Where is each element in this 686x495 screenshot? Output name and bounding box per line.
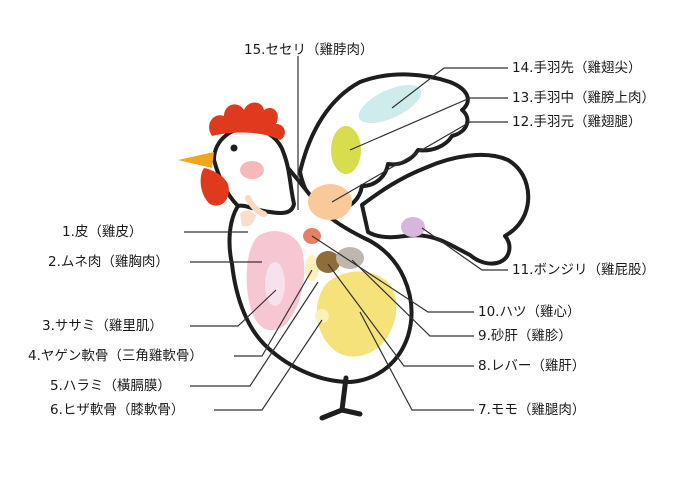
leader-3	[190, 289, 277, 327]
leader-8	[327, 263, 474, 367]
leader-lines	[184, 56, 508, 411]
wing	[298, 72, 470, 213]
leader-6	[214, 319, 323, 411]
label-tender: 3.ササミ（雞里肌）	[42, 318, 163, 334]
leader-13	[349, 97, 508, 151]
tail-feathers	[360, 153, 531, 266]
label-sesegi: 15.セセリ（雞脖肉）	[244, 42, 374, 58]
leader-7	[359, 311, 474, 411]
region-yagen	[305, 255, 319, 281]
beak	[178, 152, 214, 168]
label-thigh: 7.モモ（雞腿肉）	[478, 402, 586, 418]
label-knee: 6.ヒザ軟骨（膝軟骨）	[50, 402, 185, 418]
leader-12	[331, 121, 508, 203]
label-diaphragm: 5.ハラミ（橫膈膜）	[50, 378, 171, 394]
label-bonjiri: 11.ボンジリ（雞屁股）	[512, 262, 655, 278]
label-skin: 1.皮（雞皮）	[62, 224, 143, 240]
region-wing-drumette	[308, 184, 352, 220]
region-knee	[315, 309, 329, 323]
label-breast: 2.ムネ肉（雞胸肉）	[48, 254, 169, 270]
label-yagen: 4.ヤゲン軟骨（三角雞軟骨）	[28, 348, 203, 364]
neck-stripe-region	[245, 195, 267, 217]
leg	[319, 375, 363, 421]
label-wing-drumette: 12.手羽元（雞翅腿）	[512, 114, 642, 130]
label-wing-tip: 14.手羽先（雞翅尖）	[512, 60, 642, 76]
wattle	[200, 168, 229, 206]
leader-11	[421, 227, 508, 271]
label-wing-mid: 13.手羽中（雞膀上肉）	[512, 90, 655, 106]
region-bonjiri	[401, 217, 425, 237]
leader-9	[351, 259, 474, 337]
region-skin	[240, 210, 256, 227]
region-liver	[316, 251, 340, 273]
leader-14	[391, 67, 508, 109]
region-wing-tip	[358, 84, 422, 124]
leader-5	[190, 281, 319, 387]
leader-4	[234, 269, 313, 357]
cheek	[240, 161, 264, 179]
label-liver: 8.レバー（雞肝）	[478, 358, 586, 374]
label-gizzard: 9.砂肝（雞胗）	[478, 328, 572, 344]
region-gizzard	[336, 247, 364, 269]
leader-10	[311, 235, 474, 313]
region-thigh	[316, 271, 397, 357]
region-tender	[265, 262, 285, 306]
region-wing-mid	[331, 126, 361, 174]
comb	[209, 102, 285, 140]
label-heart: 10.ハツ（雞心）	[478, 304, 581, 320]
eye	[230, 144, 238, 152]
